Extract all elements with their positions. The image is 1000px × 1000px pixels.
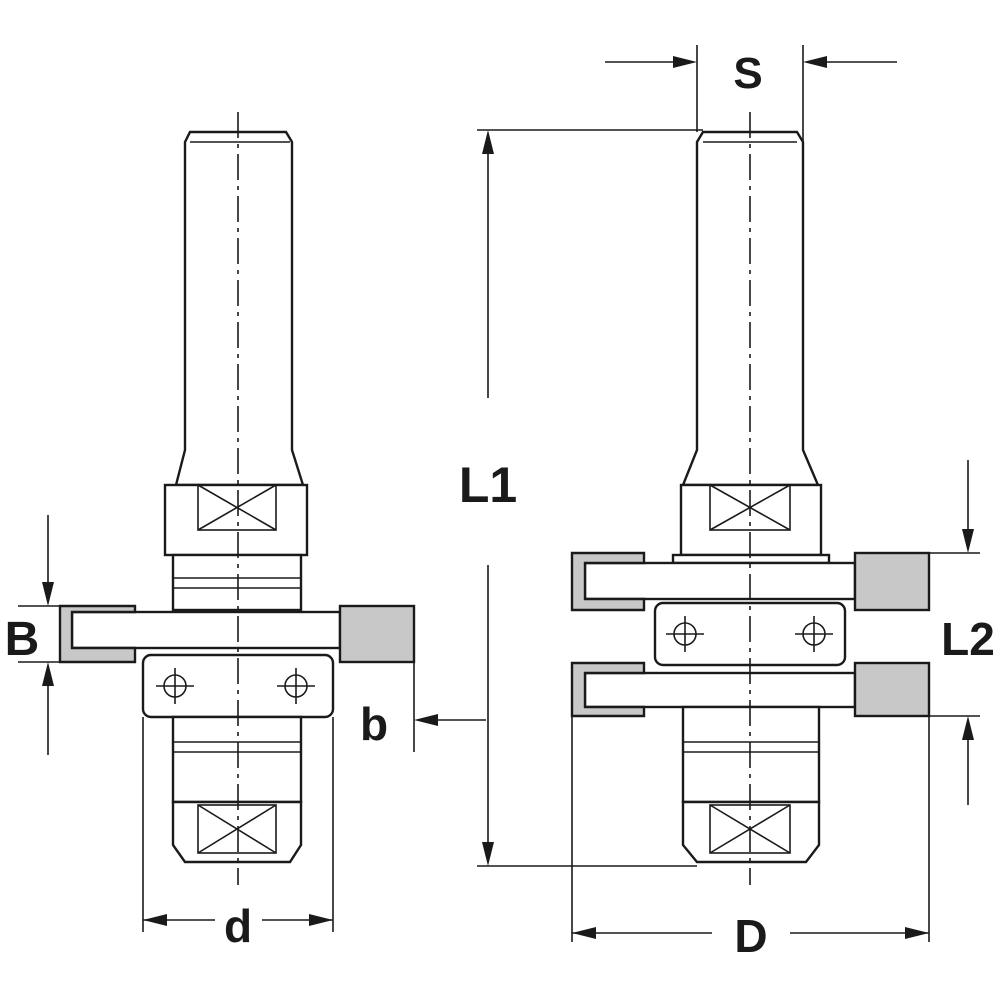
dimension-label-b: b xyxy=(360,698,388,750)
right-screw-2 xyxy=(795,616,833,652)
left-knife-plate xyxy=(70,610,342,650)
right-upper-back-insert xyxy=(570,551,646,612)
right-upper-nut xyxy=(679,483,823,557)
right-upper-knife-plate xyxy=(583,561,857,601)
right-shank xyxy=(681,130,820,487)
dimension-label-B: B xyxy=(5,613,40,666)
right-tool xyxy=(570,112,931,885)
dimension-label-L2: L2 xyxy=(941,613,995,665)
left-lower-nut xyxy=(171,800,303,864)
dimension-label-d: d xyxy=(224,900,252,952)
right-lower-knife-plate xyxy=(583,671,857,709)
left-tool xyxy=(58,112,416,885)
left-back-insert xyxy=(58,604,137,664)
right-dimensions xyxy=(477,45,980,942)
right-lower-back-insert xyxy=(570,661,646,718)
left-cutting-insert xyxy=(338,604,416,664)
right-lower-cutting-insert xyxy=(853,661,931,718)
right-lower-nut xyxy=(681,800,821,864)
left-upper-nut xyxy=(163,483,309,557)
left-screw-1 xyxy=(156,668,194,704)
dimension-label-S: S xyxy=(733,49,762,98)
left-screw-2 xyxy=(277,668,315,704)
dimension-label-L1: L1 xyxy=(459,457,517,513)
left-shank xyxy=(174,130,305,487)
dimension-label-D: D xyxy=(734,910,767,962)
right-screw-1 xyxy=(666,616,704,652)
left-dimensions xyxy=(18,515,486,932)
right-upper-cutting-insert xyxy=(853,551,931,612)
